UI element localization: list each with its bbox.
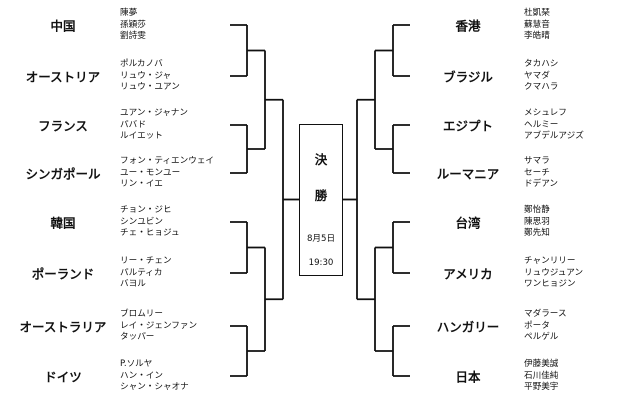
country-name: フランス [38,118,88,134]
player-name: バヨル [120,279,146,289]
player-name: 平野美宇 [524,382,559,392]
player-name: リュウ・ユアン [120,82,180,92]
final-label-line1: 決 [314,152,328,167]
country-name: シンガポール [25,166,101,182]
player-list: メシュレフヘルミーアブデルアジズ [524,108,584,143]
country-name: エジプト [442,118,493,134]
player-name: ブロムリー [120,309,163,319]
player-name: P.ソルヤ [120,359,153,369]
player-list: リー・チェンパルティカバヨル [120,256,172,291]
final-match-box: 決 勝 8月5日 19:30 [299,124,343,276]
player-name: ユアン・ジャナン [120,108,188,118]
player-name: リュウジュアン [524,267,584,278]
player-list: 伊藤美誠石川佳純平野美宇 [524,359,558,394]
country-name: 中国 [50,18,76,34]
player-list: フォン・ティエンウェイユー・モンユーリン・イエ [120,156,214,191]
player-name: フォン・ティエンウェイ [120,156,215,166]
player-name: パバド [120,119,147,130]
player-name: 杜凱琹 [524,8,550,18]
player-name: ヘルミー [524,119,559,130]
player-name: レイ・ジェンファン [120,320,198,331]
player-name: パルティカ [120,267,163,278]
country-name: オーストリア [25,69,101,85]
country-name: 日本 [455,369,481,385]
country-name: オーストラリア [19,319,107,335]
country-name: 香港 [455,18,481,34]
country-name: ドイツ [44,369,82,385]
country-name: 韓国 [50,215,76,231]
player-list: タカハシヤマダクマハラ [524,59,558,94]
final-time: 19:30 [308,258,334,268]
player-list: 鄭怡静陳思羽鄭先知 [524,205,550,240]
player-name: 石川佳純 [524,370,559,381]
country-name: ルーマニア [436,166,500,182]
player-name: 陳夢 [120,8,138,18]
player-list: P.ソルヤハン・インシャン・シャオナ [120,359,189,394]
player-name: シャン・シャオナ [120,382,189,392]
player-name: タッパー [120,332,155,342]
country-name: ハンガリー [436,319,500,335]
country-name: アメリカ [443,266,493,282]
player-name: ヤマダ [524,70,550,81]
player-name: ハン・イン [120,370,163,381]
player-name: チェ・ヒョジュ [120,228,180,238]
player-name: 李皓晴 [524,31,550,41]
player-name: サマラ [524,156,550,166]
player-name: ポータ [524,320,550,331]
player-name: ペルゲル [524,332,559,342]
country-name: ブラジル [443,69,493,85]
player-name: クマハラ [524,82,559,92]
player-name: チョン・ジヒ [120,205,172,215]
player-list: マダラースポータペルゲル [524,309,567,344]
player-name: ドデアン [524,179,559,189]
player-list: チャンリリーリュウジュアンワンヒョジン [524,256,583,291]
player-name: リン・イエ [120,179,163,189]
player-name: 伊藤美誠 [524,359,559,369]
player-list: サマラセーチドデアン [524,156,558,191]
player-name: アブデルアジズ [524,131,584,141]
player-name: 鄭怡静 [524,205,550,215]
final-date: 8月5日 [306,234,336,244]
player-name: マダラース [524,309,567,319]
player-name: ルイエット [120,131,163,141]
player-name: ワンヒョジン [524,279,576,289]
player-name: シンユビン [120,216,163,227]
player-list: 杜凱琹蘇慧音李皓晴 [524,8,550,43]
player-name: セーチ [524,167,550,178]
country-name: ポーランド [31,266,95,282]
player-name: 鄭先知 [524,228,550,238]
player-name: 陳思羽 [524,216,550,227]
player-name: メシュレフ [524,108,567,118]
final-label-line2: 勝 [314,188,328,203]
player-list: ポルカノバリュウ・ジャリュウ・ユアン [120,59,180,94]
player-name: 孫穎莎 [120,19,146,30]
country-name: 台湾 [455,215,481,231]
player-name: タカハシ [524,59,559,69]
player-name: 蘇慧音 [524,19,550,30]
player-name: リュウ・ジャ [120,70,172,81]
player-list: チョン・ジヒシンユビンチェ・ヒョジュ [120,205,180,240]
player-name: リー・チェン [120,256,172,266]
player-name: ユー・モンユー [120,167,181,178]
player-list: 陳夢孫穎莎劉詩雯 [120,8,146,43]
player-name: チャンリリー [524,256,576,266]
player-list: ユアン・ジャナンパバドルイエット [120,108,188,143]
player-list: ブロムリーレイ・ジェンファンタッパー [120,309,197,344]
player-name: 劉詩雯 [120,31,146,41]
player-name: ポルカノバ [120,59,163,69]
